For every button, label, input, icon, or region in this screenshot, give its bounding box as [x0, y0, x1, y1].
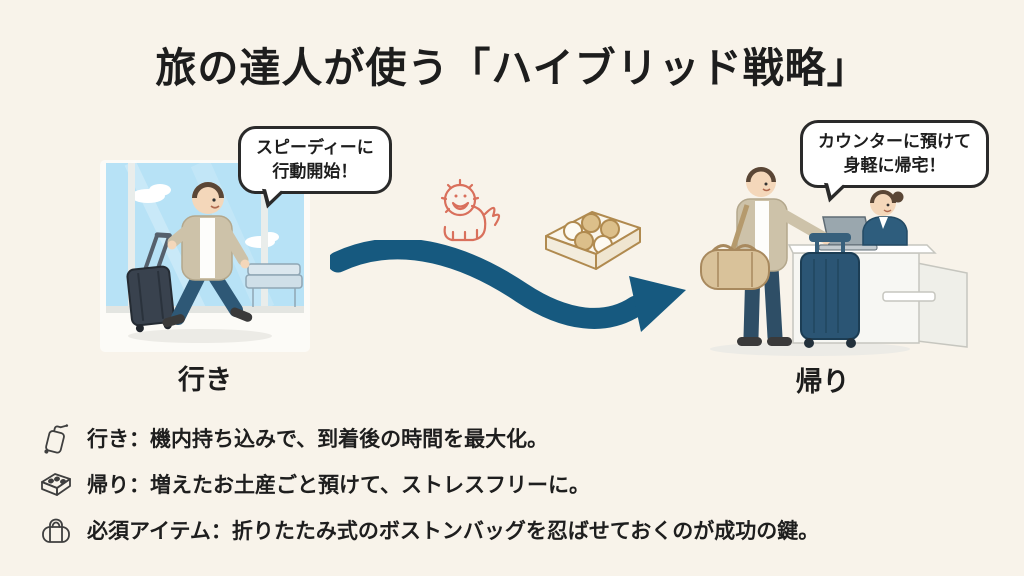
- bubble-line: カウンターに預けて: [818, 132, 971, 151]
- carry-on-suitcase: [126, 232, 175, 333]
- shisa-lion-illustration: [440, 178, 501, 242]
- list-item: 行き：機内持ち込みで、到着後の時間を最大化。: [38, 420, 998, 456]
- returning-traveler: [700, 167, 831, 346]
- slide-title: 旅の達人が使う「ハイブリッド戦略」: [155, 45, 869, 91]
- list-item-text: 帰り：増えたお土産ごと預けて、ストレスフリーに。: [87, 474, 590, 497]
- flow-arrow: [330, 240, 686, 332]
- outbound-scene-illustration: [100, 160, 310, 352]
- return-scene-illustration: [700, 167, 968, 356]
- boston-bag: [700, 244, 770, 290]
- list-item: 帰り：増えたお土産ごと預けて、ストレスフリーに。: [38, 466, 998, 502]
- key-points-list: 行き：機内持ち込みで、到着後の時間を最大化。 帰り：増えたお土産ごと預けて、スト…: [38, 420, 998, 558]
- boston-bag-icon: [42, 518, 70, 543]
- outbound-label: 行き: [178, 365, 232, 395]
- checked-suitcase: [800, 233, 860, 348]
- souvenir-box-icon: [41, 473, 71, 496]
- list-item-text: 行き：機内持ち込みで、到着後の時間を最大化。: [87, 428, 549, 451]
- souvenir-sweets-box-illustration: [545, 211, 641, 270]
- bubble-line: スピーディーに: [256, 138, 374, 157]
- return-label: 帰り: [795, 367, 850, 397]
- bubble-line: 行動開始！: [272, 162, 358, 182]
- bubble-line: 身軽に帰宅！: [843, 156, 946, 176]
- return-speech-bubble: カウンターに預けて 身軽に帰宅！: [800, 120, 989, 189]
- list-item-text: 必須アイテム：折りたたみ式のボストンバッグを忍ばせておくのが成功の鍵。: [87, 520, 820, 543]
- list-item: 必須アイテム：折りたたみ式のボストンバッグを忍ばせておくのが成功の鍵。: [38, 512, 998, 548]
- outbound-speech-bubble: スピーディーに 行動開始！: [238, 126, 392, 195]
- counter-staff: [862, 190, 908, 246]
- walking-traveler: [162, 182, 253, 328]
- carry-on-suitcase-icon: [44, 424, 69, 454]
- airport-bench: [245, 263, 303, 307]
